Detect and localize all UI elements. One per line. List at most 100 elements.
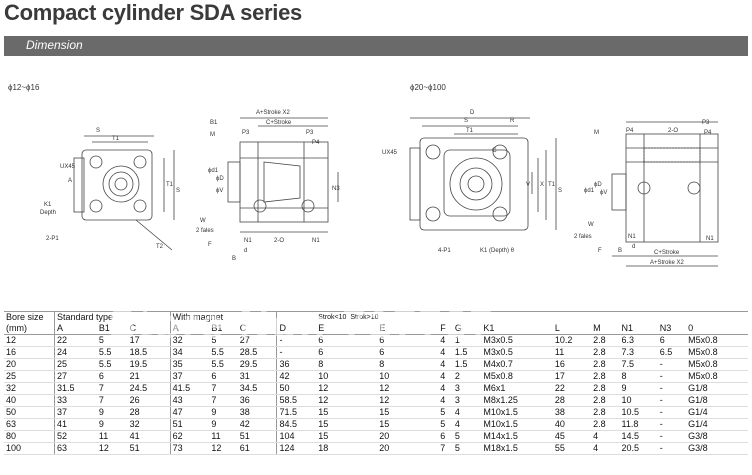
table-cell: 29.5 [237,358,277,371]
table-cell: 2.8 [591,346,620,359]
left-side-label-w: W [200,218,206,224]
left-front-body [81,149,153,221]
table-cell: 40 [4,394,55,407]
right-front-bore-outer [449,157,503,211]
table-cell: 6 [377,346,439,359]
header-m: M [591,323,620,335]
table-cell: 10 [316,370,378,383]
right-side-label-b: B [618,248,622,254]
table-cell: M5x0.8 [686,346,748,359]
table-cell: 7 [96,394,128,407]
table-cell: 5 [452,430,482,443]
left-front-label-s: S [96,128,100,134]
header-standard: Standard type [54,311,171,323]
table-cell: 17 [127,334,171,347]
table-cell: - [657,358,687,371]
right-front-label-v: V [526,182,530,188]
table-cell: 11.8 [619,418,658,431]
right-side-rod-end [611,173,627,211]
table-cell: - [657,406,687,419]
table-cell: 100 [4,442,55,455]
right-front-label-t1: T1 [466,128,474,134]
left-side-label-cstroke: C+Stroke [266,120,292,126]
table-cell: 6 [209,370,238,383]
table-cell: - [276,346,317,359]
table-cell: 35 [169,358,210,371]
table-cell: 2.8 [591,358,620,371]
table-cell: 17 [552,370,592,383]
table-cell: 12 [96,442,128,455]
header-n3: N3 [657,323,687,335]
table-cell: 37 [53,406,97,419]
right-side-label-d: ϕD [594,182,602,188]
header-k1: K1 [481,323,553,335]
table-cell: 32 [169,334,210,347]
table-cell: 5.5 [209,346,238,359]
table-cell: 51 [169,418,210,431]
table-cell: 9 [96,406,128,419]
table-cell: M8x1.25 [481,394,553,407]
table-cell: 2.8 [591,418,620,431]
technical-drawings: ϕ12~ϕ16 ϕ20~ϕ100 S T1 UX45 K1 Depth 2-P1… [4,62,748,308]
table-cell: 6 [316,334,378,347]
header-e: E [316,323,378,335]
table-cell: - [657,382,687,395]
table-cell: 6 [657,334,687,347]
table-cell: 4 [438,382,453,395]
table-cell: 2.8 [591,394,620,407]
right-side-label-o: 2-O [668,128,678,134]
header-mm: (mm) [4,323,55,335]
table-cell: 34.5 [237,382,277,395]
right-front-label-s: S [464,118,468,124]
table-cell: 62 [169,430,210,443]
right-side-label-n1b: N1 [706,236,714,242]
header-b12: B1 [209,323,238,335]
table-cell: 4 [452,406,482,419]
table-cell: 36 [276,358,317,371]
right-side-label-d1: ϕd1 [584,188,595,194]
table-cell: 1.5 [452,346,482,359]
table-cell: 27 [237,334,277,347]
table-cell: 8 [377,358,439,371]
right-side-label-n1: N1 [628,234,636,240]
table-cell: 22 [53,334,97,347]
left-side-body [239,141,329,223]
table-cell: G1/8 [686,382,748,395]
header-stroke-lt: Strok<10 Strok>10 [316,311,439,323]
header-n1: N1 [619,323,658,335]
table-cell: 6 [438,430,453,443]
table-cell: 2.8 [591,406,620,419]
header-a: A [53,323,97,335]
table-cell: 8 [619,370,658,383]
table-cell: - [276,334,317,347]
table-cell: 2.8 [591,382,620,395]
table-cell: 42 [237,418,277,431]
right-side-label-p4: P4 [626,128,634,134]
right-side-label-cstroke: C+Stroke [654,250,680,256]
left-side-label-o: 2-O [274,238,284,244]
table-cell: 58.5 [276,394,317,407]
table-cell: 14.5 [619,430,658,443]
table-cell: M3x0.5 [481,346,553,359]
table-cell: 12 [209,442,238,455]
table-cell: 55 [552,442,592,455]
table-cell: 11 [96,430,128,443]
left-front-hole-bl [89,199,103,213]
table-cell: 32 [127,418,171,431]
table-cell: 16 [552,358,592,371]
table-cell: 4 [438,370,453,383]
table-header-row-2: (mm) A B1 C A B1 C D E E F G K1 L M N1 N… [4,323,748,335]
dimension-drawing-svg: ϕ12~ϕ16 ϕ20~ϕ100 S T1 UX45 K1 Depth 2-P1… [8,83,719,267]
table-cell: 20 [377,442,439,455]
header-c: C [127,323,171,335]
right-front-flange [409,147,421,221]
table-cell: 28.5 [237,346,277,359]
left-front-bore-outer [102,165,140,203]
right-side-label-p3: P3 [702,120,710,126]
table-cell: 80 [4,430,55,443]
header-l: L [552,323,592,335]
right-front-label-k1: K1 (Depth) θ [480,248,515,254]
table-cell: 38 [237,406,277,419]
